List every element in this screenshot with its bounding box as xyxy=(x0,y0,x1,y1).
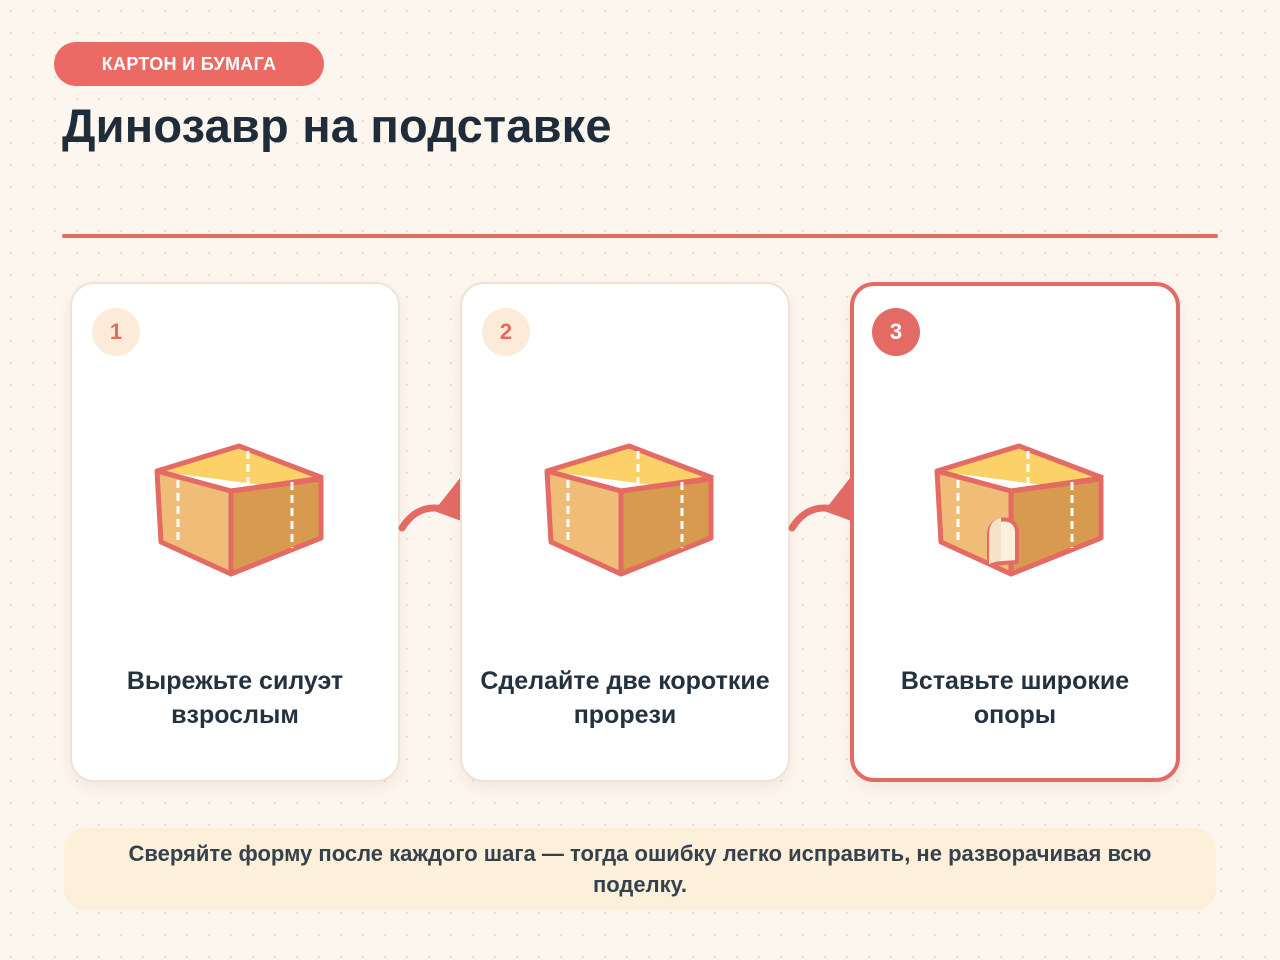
cardboard-box-with-door-icon xyxy=(934,443,1104,577)
step-caption: Вырежьте силуэт взрослым xyxy=(126,667,344,729)
category-badge: КАРТОН И БУМАГА xyxy=(54,42,324,86)
cardboard-box-icon xyxy=(544,443,714,577)
step-caption: Вставьте широкие опоры xyxy=(900,667,1130,729)
step-number-badge: 2 xyxy=(482,308,530,356)
page-title: Динозавр на подставке xyxy=(62,99,612,152)
step-number-badge: 1 xyxy=(92,308,140,356)
step-caption: Сделайте две короткие прорези xyxy=(480,667,770,729)
title-divider xyxy=(62,234,1218,238)
step-card-2: 2 Сделайте две короткие прорези xyxy=(460,282,790,782)
tip-banner: Сверяйте форму после каждого шага — тогд… xyxy=(64,828,1216,910)
tip-text: Сверяйте форму после каждого шага — тогд… xyxy=(128,841,1152,897)
step-card-1: 1 Вырежьте силуэт взрослым xyxy=(70,282,400,782)
cardboard-box-icon xyxy=(154,443,324,577)
step-card-3: 3 Вставьте широкие опоры xyxy=(850,282,1180,782)
step-number-badge: 3 xyxy=(872,308,920,356)
